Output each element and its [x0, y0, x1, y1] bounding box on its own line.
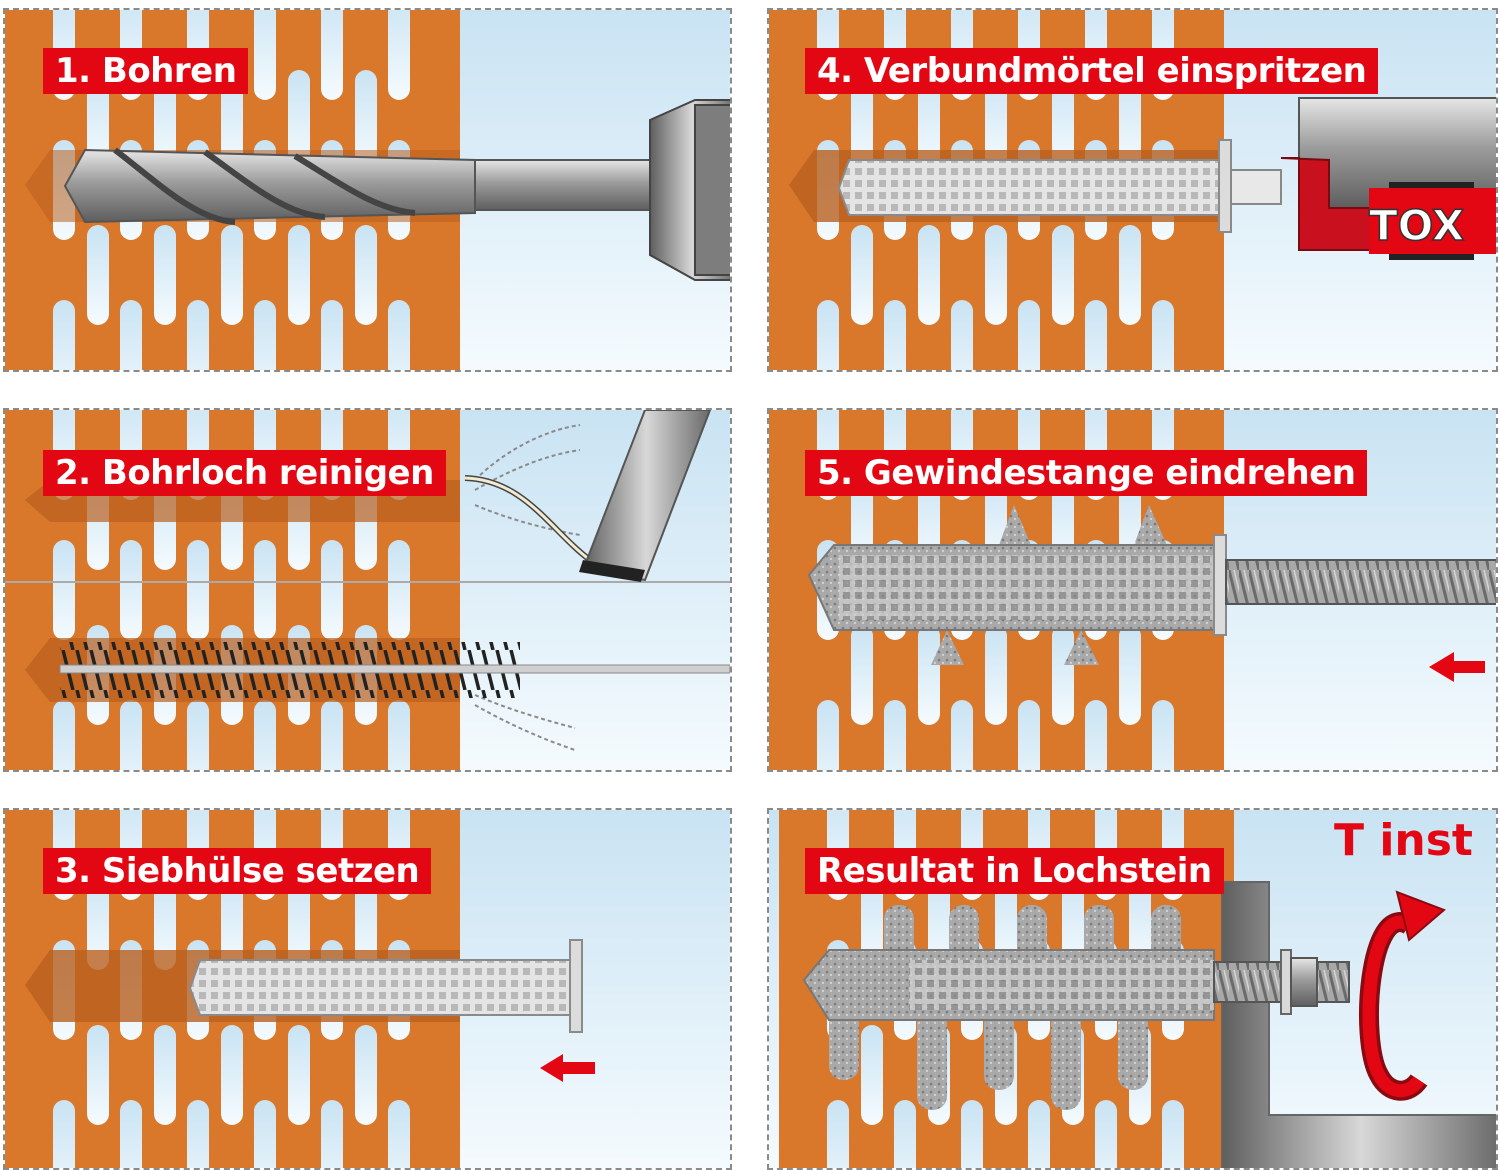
sieve-sleeve-icon	[837, 139, 1232, 233]
drill-chuck-icon	[649, 99, 730, 281]
cleaning-brush-icon	[59, 642, 730, 698]
panel-result: T inst Resultat in Lochstein	[767, 808, 1498, 1170]
panel-step-3: 3. Siebhülse setzen	[3, 808, 732, 1170]
panel-step-5: 5. Gewindestange eindrehen	[767, 408, 1498, 772]
step-label-5: 5. Gewindestange eindrehen	[805, 450, 1368, 496]
washer-icon	[1280, 949, 1292, 1015]
torque-rotation-arrow-icon	[1359, 890, 1446, 1101]
torque-label: T inst	[1334, 815, 1473, 866]
push-arrow-icon	[540, 1054, 595, 1082]
step-label-3: 3. Siebhülse setzen	[43, 848, 432, 894]
step-label-4: 4. Verbundmörtel einspritzen	[805, 48, 1379, 94]
panel-step-2: 2. Bohrloch reinigen	[3, 408, 732, 772]
step-label-1: 1. Bohren	[43, 48, 249, 94]
drilling-illustration	[5, 10, 730, 370]
panel-step-1: 1. Bohren	[3, 8, 732, 372]
nut-icon	[1290, 957, 1318, 1007]
panel-step-4: TOX 4. Verbundmörtel einspritzen	[767, 8, 1498, 372]
sieve-sleeve-icon	[802, 949, 1215, 1021]
sieve-sleeve-icon	[188, 939, 583, 1033]
push-arrow-icon	[1429, 652, 1485, 682]
step-label-result: Resultat in Lochstein	[805, 848, 1224, 894]
step-label-2: 2. Bohrloch reinigen	[43, 450, 446, 496]
fixture-bracket-icon	[1221, 881, 1496, 1168]
threaded-rod-icon	[1225, 559, 1496, 605]
mortar-icon	[931, 505, 1167, 665]
blow-pump-icon	[579, 410, 712, 582]
sieve-sleeve-icon	[807, 534, 1227, 636]
cartridge-brand-text: TOX	[1369, 201, 1464, 250]
dust-icon	[474, 424, 581, 751]
cartridge-gun-icon	[1280, 97, 1496, 260]
